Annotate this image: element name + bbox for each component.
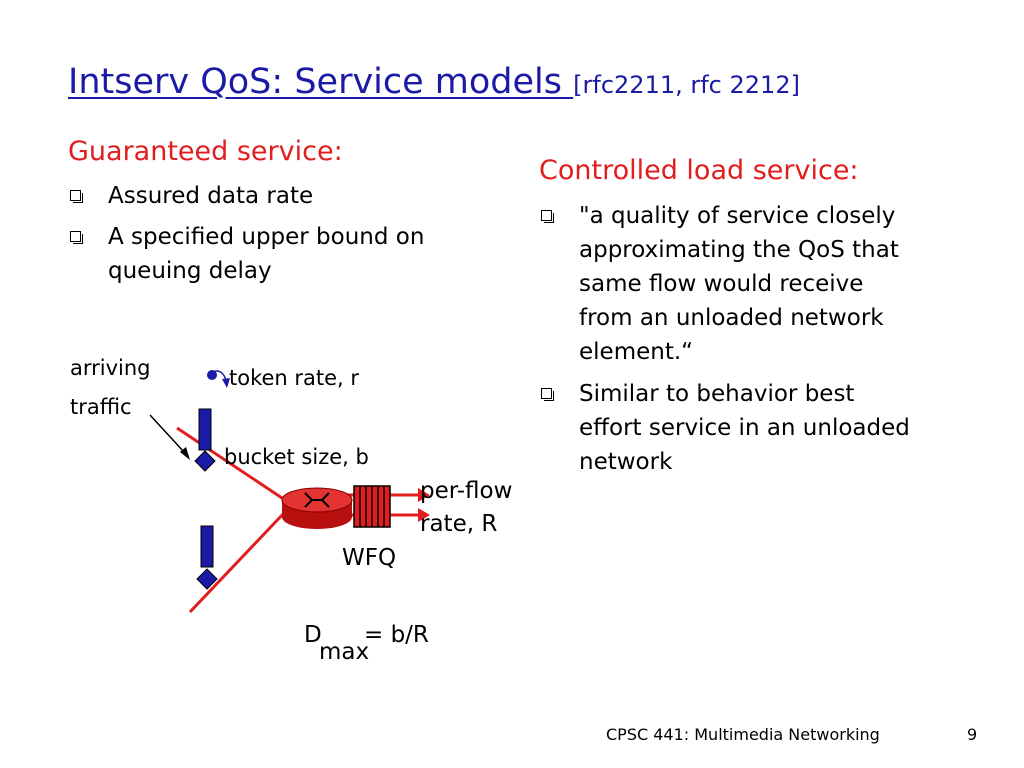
bullet-line: Assured data rate <box>108 183 314 209</box>
bullet-line: same flow would receive <box>579 271 864 297</box>
upper-bucket-icon <box>198 408 212 451</box>
title-reference: [rfc2211, rfc 2212] <box>573 71 800 99</box>
rate-label: rate, R <box>420 511 498 537</box>
bullet-line: "a quality of service closely <box>579 203 896 229</box>
bullet-box-icon <box>541 210 554 223</box>
controlled-load-heading: Controlled load service: <box>539 155 859 186</box>
router-icon <box>281 487 353 529</box>
bullet-line: from an unloaded network <box>579 305 884 331</box>
token-dot-icon <box>207 370 217 380</box>
upper-gate-icon <box>194 450 216 472</box>
formula-subscript: max <box>319 639 370 665</box>
bullet-box-icon <box>70 190 83 203</box>
formula-d: D <box>304 622 322 648</box>
footer-course: CPSC 441: Multimedia Networking <box>606 725 880 744</box>
title-main: Intserv QoS: Service models <box>68 62 574 102</box>
arriving-label: arriving <box>70 356 151 380</box>
lower-gate-icon <box>196 568 218 590</box>
wfq-label: WFQ <box>342 545 397 571</box>
formula-rest: = b/R <box>364 622 429 648</box>
bullet-line: effort service in an unloaded <box>579 415 910 441</box>
lower-output-arrowhead <box>418 508 430 522</box>
page-number: 9 <box>967 725 978 744</box>
wfq-queue-icon <box>353 485 391 528</box>
slide-title: Intserv QoS: Service models [rfc2211, rf… <box>68 62 800 102</box>
bullet-box-icon <box>70 231 83 244</box>
bullet-line: Similar to behavior best <box>579 381 855 407</box>
token-arrowhead <box>222 378 230 388</box>
per-flow-label: per-flow <box>420 478 513 504</box>
bullet-line: network <box>579 449 673 475</box>
upper-output-arrowhead <box>418 488 430 502</box>
lower-input-link <box>188 510 287 614</box>
traffic-label: traffic <box>70 395 132 419</box>
token-rate-label: token rate, r <box>229 366 360 390</box>
bullet-line: queuing delay <box>108 258 272 284</box>
bullet-box-icon <box>541 388 554 401</box>
arriving-traffic-arrow <box>149 414 185 453</box>
lower-bucket-icon <box>200 525 214 568</box>
bullet-line: approximating the QoS that <box>579 237 899 263</box>
bullet-line: A specified upper bound on <box>108 224 425 250</box>
guaranteed-service-heading: Guaranteed service: <box>68 136 343 167</box>
bullet-line: element.“ <box>579 339 694 365</box>
bucket-size-label: bucket size, b <box>224 445 369 469</box>
arriving-traffic-arrowhead <box>180 447 190 460</box>
upper-input-link <box>176 426 286 502</box>
